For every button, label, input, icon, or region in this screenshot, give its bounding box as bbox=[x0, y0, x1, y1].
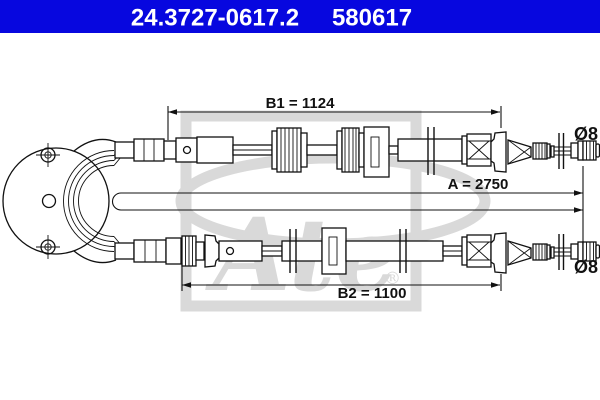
dimension-b2 bbox=[181, 263, 502, 291]
lower-conduit-flare-right bbox=[490, 232, 507, 274]
dimension-labels: B1 = 1124 A = 2750 B2 = 1100 Ø8 Ø8 bbox=[266, 95, 598, 302]
backing-plate bbox=[2, 138, 122, 264]
title-bar: 24.3727-0617.2 580617 bbox=[0, 0, 600, 33]
center-hole bbox=[41, 193, 57, 209]
lower-cable bbox=[114, 227, 600, 275]
title-bar-background bbox=[0, 0, 600, 33]
watermark-registered-mark: ® bbox=[384, 269, 401, 289]
dimension-lines bbox=[112, 106, 584, 291]
reference-number: 580617 bbox=[332, 5, 412, 32]
upper-clevis bbox=[175, 137, 198, 163]
upper-conduit-flare bbox=[490, 131, 507, 173]
plate-lower-neck bbox=[73, 250, 117, 264]
label-b1: B1 = 1124 bbox=[266, 95, 335, 112]
dimension-a bbox=[112, 166, 584, 244]
plate-upper-neck bbox=[73, 138, 117, 152]
lower-conduit bbox=[345, 240, 444, 262]
lower-conduit-flare-left bbox=[204, 234, 220, 268]
lower-ferrule bbox=[114, 242, 135, 260]
part-number: 24.3727-0617.2 bbox=[131, 5, 299, 32]
label-diameter-top: Ø8 bbox=[574, 124, 598, 144]
bolt-hole-top bbox=[36, 143, 60, 167]
upper-conduit bbox=[397, 138, 463, 162]
upper-ferrule bbox=[114, 141, 135, 159]
bolt-hole-bottom bbox=[36, 235, 60, 259]
lower-slotted-bracket bbox=[321, 227, 347, 275]
label-b2: B2 = 1100 bbox=[338, 285, 407, 302]
dimension-b1 bbox=[167, 106, 502, 140]
label-a: A = 2750 bbox=[448, 176, 509, 193]
lower-spring bbox=[507, 240, 532, 266]
upper-spring bbox=[507, 139, 532, 165]
lower-clevis bbox=[218, 240, 263, 262]
upper-slotted-bracket bbox=[363, 126, 390, 178]
label-diameter-bottom: Ø8 bbox=[574, 257, 598, 277]
